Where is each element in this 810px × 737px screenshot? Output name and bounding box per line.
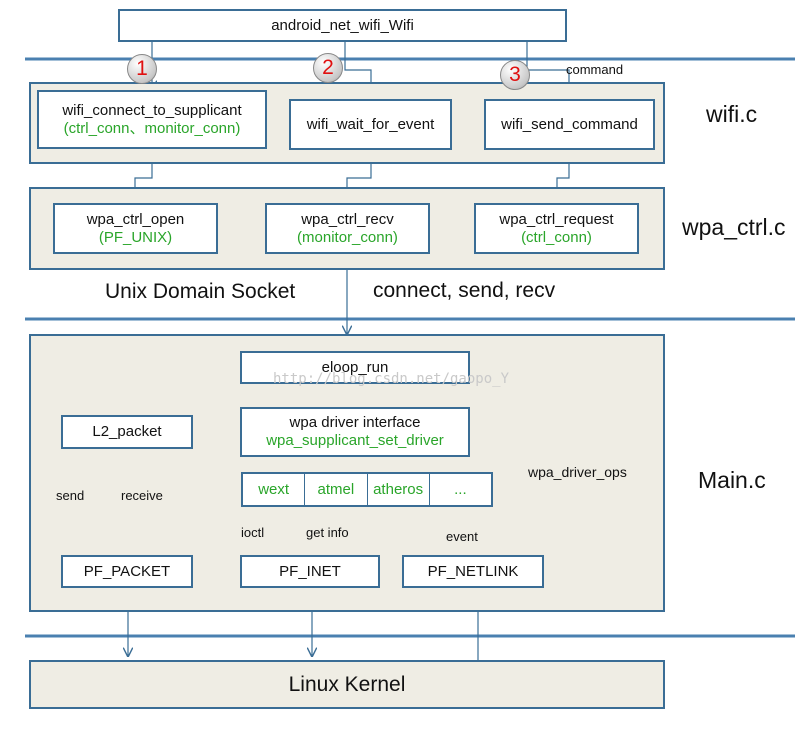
wpa-ctrl-open-title: wpa_ctrl_open [86,210,185,228]
eloop-run-label: eloop_run [321,358,389,376]
socket-ops-label: connect, send, recv [373,279,556,302]
main-c-label: Main.c [698,467,766,493]
android-net-wifi-box: android_net_wifi_Wifi [118,9,567,42]
wifi-connect-sub: (ctrl_conn、monitor_conn) [63,119,241,137]
step-1-badge: 1 [127,54,157,84]
wpa-ctrl-recv-box: wpa_ctrl_recv (monitor_conn) [265,203,430,254]
wifi-wait-box: wifi_wait_for_event [289,99,452,150]
driver-interface-box: wpa driver interface wpa_supplicant_set_… [240,407,470,457]
event-label: event [446,529,478,544]
wpa-ctrl-request-title: wpa_ctrl_request [499,210,614,228]
wifi-connect-title: wifi_connect_to_supplicant [62,101,242,119]
linux-kernel-label: Linux Kernel [288,672,406,696]
send-label: send [56,488,85,503]
android-net-wifi-label: android_net_wifi_Wifi [271,16,414,34]
watermark: http://blog.csdn.net/gaopo_Y [273,371,510,387]
eloop-run-box: eloop_run [240,351,470,384]
wifi-c-label: wifi.c [706,101,758,127]
wpa-ctrl-request-box: wpa_ctrl_request (ctrl_conn) [474,203,639,254]
unix-domain-socket-label: Unix Domain Socket [105,280,296,303]
pf-inet-label: PF_INET [279,562,341,580]
wpa-ctrl-request-sub: (ctrl_conn) [521,228,592,246]
wpa-ctrl-recv-sub: (monitor_conn) [297,228,398,246]
pf-packet-box: PF_PACKET [61,555,193,588]
wpa-ctrl-open-sub: (PF_UNIX) [98,228,173,246]
step-2-badge: 2 [313,53,343,83]
pf-inet-box: PF_INET [240,555,380,588]
driver-interface-sub: wpa_supplicant_set_driver [266,432,444,449]
l2-packet-label: L2_packet [92,423,162,440]
driver-atheros: atheros [368,474,430,505]
get-info-label: get info [306,525,349,540]
command-label: command [566,62,624,77]
wifi-send-box: wifi_send_command [484,99,655,150]
wifi-wait-title: wifi_wait_for_event [306,115,435,133]
wpa-ctrl-open-box: wpa_ctrl_open (PF_UNIX) [53,203,218,254]
wpa-ctrl-recv-title: wpa_ctrl_recv [301,210,394,228]
wpa-driver-ops-label: wpa_driver_ops [528,464,627,480]
linux-kernel-box: Linux Kernel [29,660,665,709]
pf-netlink-box: PF_NETLINK [402,555,544,588]
ioctl-label: ioctl [241,525,265,540]
driver-ops-table: wext atmel atheros ... [241,472,493,507]
driver-wext: wext [243,474,306,505]
driver-interface-title: wpa driver interface [289,414,421,431]
driver-atmel: atmel [305,474,368,505]
pf-netlink-label: PF_NETLINK [427,562,519,580]
step-3-badge: 3 [500,60,530,90]
pf-packet-label: PF_PACKET [83,562,171,580]
driver-more: ... [454,481,467,498]
wpa-ctrl-c-label: wpa_ctrl.c [682,214,786,240]
receive-label: receive [121,488,163,503]
l2-packet-box: L2_packet [61,415,193,449]
wifi-send-title: wifi_send_command [501,115,638,133]
wifi-connect-box: wifi_connect_to_supplicant (ctrl_conn、mo… [37,90,267,149]
